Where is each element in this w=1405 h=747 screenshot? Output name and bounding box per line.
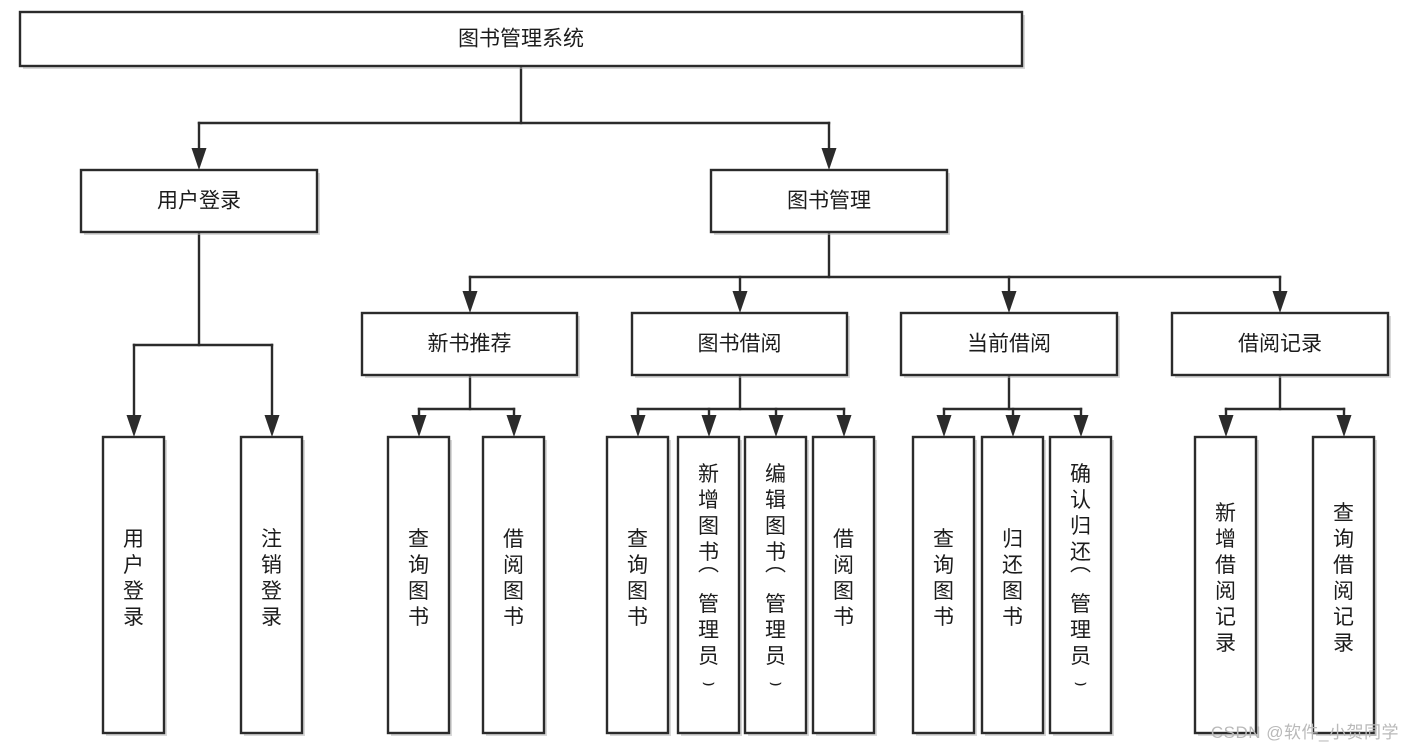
node-box[interactable] [899,311,1119,377]
node-box[interactable] [360,311,579,377]
node-label: 编辑图书⌒管理员⌣ [765,463,786,694]
node-label: 新书推荐 [428,333,512,356]
node-label: 用户登录 [123,528,144,629]
node-leaf-confirm-return[interactable]: 确认归还⌒管理员⌣ [1048,435,1114,736]
node-new-book-rec[interactable]: 新书推荐 [360,311,580,378]
node-box[interactable] [605,435,670,735]
node-leaf-add-record[interactable]: 新增借阅记录 [1193,435,1259,736]
node-leaf-edit-book[interactable]: 编辑图书⌒管理员⌣ [743,435,809,736]
watermark-label: CSDN @软件_小贺同学 [1210,723,1399,742]
node-box[interactable] [911,435,976,735]
node-current-borrow[interactable]: 当前借阅 [899,311,1120,378]
node-box[interactable] [743,435,808,735]
node-box[interactable] [709,168,949,234]
node-borrow-record[interactable]: 借阅记录 [1170,311,1391,378]
node-leaf-query-book-3[interactable]: 查询图书 [911,435,977,736]
node-leaf-query-book-1[interactable]: 查询图书 [386,435,452,736]
node-box[interactable] [811,435,876,735]
connector-group [1218,373,1352,437]
node-leaf-return-book[interactable]: 归还图书 [980,435,1046,736]
node-box[interactable] [676,435,741,735]
node-box[interactable] [481,435,546,735]
node-book-manage[interactable]: 图书管理 [709,168,950,235]
node-label: 图书管理 [787,190,871,213]
connector-group [462,230,1288,313]
node-label: 图书借阅 [698,333,782,356]
node-box[interactable] [980,435,1045,735]
node-root[interactable]: 图书管理系统 [18,10,1025,69]
node-label: 当前借阅 [967,333,1051,356]
node-label: 借阅记录 [1238,333,1322,356]
node-box[interactable] [1193,435,1258,735]
node-label: 图书管理系统 [458,28,584,51]
node-box[interactable] [630,311,849,377]
node-leaf-query-book-2[interactable]: 查询图书 [605,435,671,736]
node-label: 注销登录 [261,528,282,629]
connector-group [411,373,522,437]
node-box[interactable] [239,435,304,735]
node-leaf-borrow-book-1[interactable]: 借阅图书 [481,435,547,736]
connector-layer [126,64,1352,437]
node-label: 归还图书 [1002,528,1023,629]
node-box[interactable] [79,168,319,234]
node-label: 借阅图书 [833,528,854,629]
connector-group [126,230,280,437]
node-label: 确认归还⌒管理员⌣ [1070,463,1091,694]
node-layer: 图书管理系统用户登录图书管理新书推荐图书借阅当前借阅借阅记录用户登录注销登录查询… [18,10,1391,736]
connector-group [936,373,1089,437]
node-box[interactable] [1048,435,1113,735]
node-label: 查询借阅记录 [1333,502,1354,655]
connector-group [191,64,837,170]
node-box[interactable] [101,435,166,735]
node-label: 新增图书⌒管理员⌣ [698,463,719,694]
node-label: 查询图书 [408,528,429,629]
node-user-login[interactable]: 用户登录 [79,168,320,235]
node-leaf-logout[interactable]: 注销登录 [239,435,305,736]
node-box[interactable] [1170,311,1390,377]
node-leaf-borrow-book-2[interactable]: 借阅图书 [811,435,877,736]
node-label: 新增借阅记录 [1215,502,1236,655]
node-leaf-add-book[interactable]: 新增图书⌒管理员⌣ [676,435,742,736]
node-leaf-user-login[interactable]: 用户登录 [101,435,167,736]
node-label: 查询图书 [933,528,954,629]
node-label: 用户登录 [157,190,241,213]
node-label: 查询图书 [627,528,648,629]
node-box[interactable] [18,10,1024,68]
node-box[interactable] [386,435,451,735]
connector-group [630,373,852,437]
node-book-borrow[interactable]: 图书借阅 [630,311,850,378]
node-label: 借阅图书 [503,528,524,629]
node-box[interactable] [1311,435,1376,735]
node-leaf-query-record[interactable]: 查询借阅记录 [1311,435,1377,736]
